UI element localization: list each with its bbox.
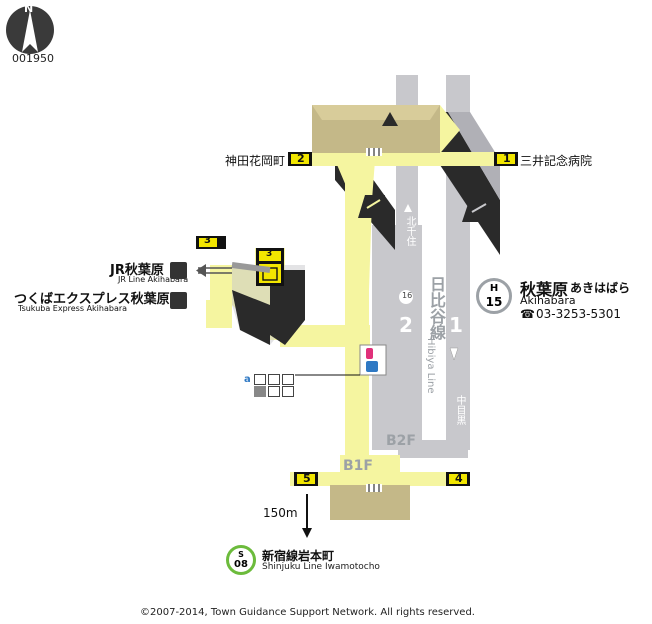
line-code: H: [489, 283, 499, 294]
transfer-tx-name: つくばエクスプレス秋葉原: [14, 292, 170, 307]
compass-icon: [6, 6, 54, 54]
copyright: ©2007-2014, Town Guidance Support Networ…: [140, 607, 475, 618]
wheelchair-icon: [254, 374, 266, 385]
station-number-badge: H 15: [476, 278, 512, 314]
car-number: 16: [402, 291, 413, 300]
seat-icon: [282, 386, 294, 397]
exit-1-label: 三井記念病院: [520, 154, 593, 168]
platform-2-direction: 北千住: [404, 216, 415, 246]
direction-arrows: [382, 112, 459, 361]
platform-1-number: 1: [449, 313, 463, 337]
line-name-vertical: 日比谷線: [427, 276, 446, 340]
station-kana: あきはばら: [570, 281, 631, 295]
exit-2-number: 2: [297, 152, 305, 165]
exit-1-number: 1: [503, 152, 511, 165]
walk-station-romaji: Shinjuku Line Iwamotocho: [262, 562, 380, 572]
facility-icons: [254, 374, 296, 398]
platform-2-number: 2: [399, 313, 413, 337]
transfer-jr-romaji: JR Line Akihabara: [118, 275, 189, 284]
station-number: 15: [485, 295, 503, 309]
station-romaji: Akihabara: [520, 294, 576, 307]
accessible-toilet-icon: [366, 361, 378, 372]
floor-b2f: B2F: [386, 433, 416, 449]
line-name-vertical-romaji: Hibiya Line: [425, 338, 436, 394]
stair-blocks: [232, 105, 440, 520]
toilet-icon: [366, 348, 373, 359]
exit-tags: [196, 152, 518, 486]
shinjuku-code: S: [238, 550, 244, 559]
elevator-exit-number: 3: [266, 249, 273, 259]
station-tel: 03-3253-5301: [536, 307, 622, 321]
compass-letter: N: [24, 2, 34, 15]
walk-station-name: 新宿線岩本町: [262, 549, 335, 563]
train-icon: [170, 262, 187, 279]
phone-icon: ☎: [520, 307, 535, 321]
exit-4-number: 4: [455, 472, 463, 485]
walk-route: [302, 494, 312, 538]
map-id: 001950: [12, 52, 54, 65]
facility-label: a: [244, 374, 251, 385]
platform-1-direction: 中目黒: [454, 395, 465, 425]
bed-icon: [268, 386, 280, 397]
exit-5-number: 5: [303, 472, 311, 485]
shinjuku-badge: S 08: [226, 545, 256, 575]
exit-2-label: 神田花岡町: [225, 154, 286, 168]
train-icon: [170, 292, 187, 309]
walk-distance: 150m: [263, 506, 298, 520]
transfer-jr-name: JR秋葉原: [110, 263, 164, 278]
station-name: 秋葉原: [520, 280, 569, 299]
exit-3-number: 3: [204, 235, 211, 246]
transfer-tx-romaji: Tsukuba Express Akihabara: [18, 304, 128, 313]
escalator-icons: [358, 195, 492, 222]
transfer-arrows: [196, 262, 271, 277]
shinjuku-number: 08: [234, 559, 248, 570]
person-icon: [282, 374, 294, 385]
floor-b1f: B1F: [343, 458, 373, 474]
bicycle-icon: [268, 374, 280, 385]
gray-block-icon: [254, 386, 266, 397]
